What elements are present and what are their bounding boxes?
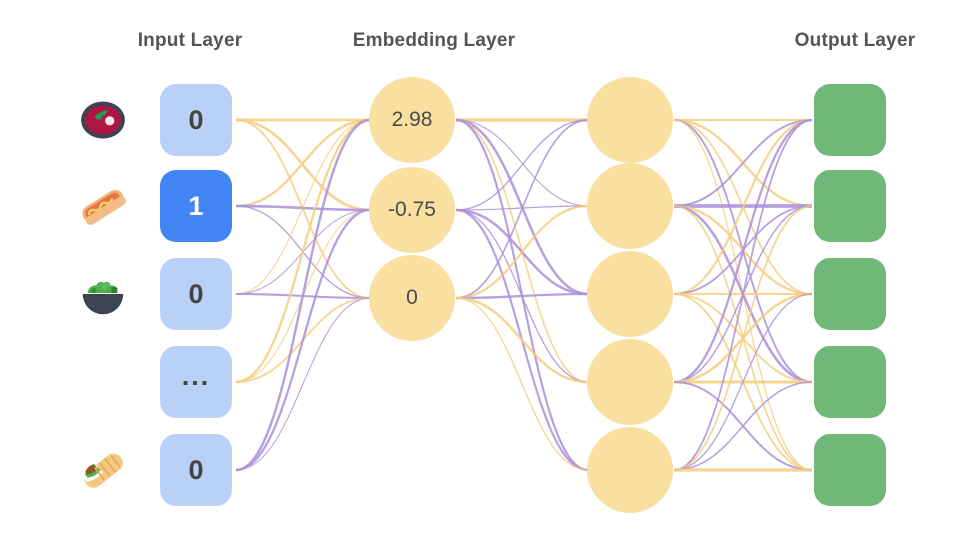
connection-line xyxy=(235,204,371,212)
connection-line xyxy=(673,118,813,384)
connection-line xyxy=(673,119,813,383)
connection-line xyxy=(455,292,589,300)
input-node: 0 xyxy=(160,84,232,156)
input-node-active: 1 xyxy=(160,170,232,242)
connection-line xyxy=(455,118,589,296)
connection-line xyxy=(673,292,813,384)
connection-line xyxy=(673,119,813,471)
connection-line xyxy=(235,118,371,384)
connection-line xyxy=(235,297,371,383)
green-salad-bowl-icon xyxy=(76,267,130,321)
connection-line xyxy=(235,118,371,208)
connection-line xyxy=(673,293,813,383)
connection-line xyxy=(235,209,371,383)
input-node: ... xyxy=(160,346,232,418)
connection-line xyxy=(673,205,813,383)
connection-line xyxy=(455,119,589,211)
input-node: 0 xyxy=(160,258,232,330)
connection-line xyxy=(235,119,371,295)
output-node xyxy=(814,170,886,242)
burrito-icon xyxy=(76,443,130,497)
connection-line xyxy=(673,119,813,207)
connection-line xyxy=(235,205,371,299)
layer-title: Embedding Layer xyxy=(352,30,516,51)
connection-line xyxy=(455,205,589,211)
hidden-node xyxy=(587,77,673,163)
connection-line xyxy=(673,380,813,472)
hidden-node xyxy=(587,339,673,425)
output-node xyxy=(814,346,886,418)
connection-line xyxy=(673,204,813,384)
bowl-of-beet-soup-icon xyxy=(76,93,130,147)
connection-line xyxy=(673,293,813,471)
connection-line xyxy=(455,209,589,383)
connection-line xyxy=(455,297,589,471)
connection-line xyxy=(455,119,589,383)
connection-line xyxy=(673,204,813,296)
output-node xyxy=(814,84,886,156)
connection-line xyxy=(673,118,813,296)
hot-dog-icon xyxy=(76,179,130,233)
connection-line xyxy=(673,119,813,471)
embedding-node: 2.98 xyxy=(369,77,455,163)
hidden-node xyxy=(587,251,673,337)
embedding-node: 0 xyxy=(369,255,455,341)
connection-line xyxy=(673,381,813,471)
connection-line xyxy=(235,208,371,472)
connection-line xyxy=(235,292,371,300)
connection-line xyxy=(673,293,813,471)
connection-line xyxy=(235,118,371,472)
output-node xyxy=(814,434,886,506)
layer-title: Input Layer xyxy=(137,30,243,51)
connection-line xyxy=(455,296,589,384)
connection-line xyxy=(455,119,589,207)
output-node xyxy=(814,258,886,330)
layer-title: Output Layer xyxy=(794,30,916,51)
connection-line xyxy=(455,208,589,472)
embedding-node: -0.75 xyxy=(369,167,455,253)
connection-line xyxy=(673,205,813,295)
connection-line xyxy=(235,209,371,295)
connection-line xyxy=(673,119,813,295)
hidden-node xyxy=(587,163,673,249)
connection-line xyxy=(673,205,813,471)
connection-line xyxy=(235,118,371,212)
connection-line xyxy=(455,208,589,296)
connection-line xyxy=(673,205,813,471)
hidden-node xyxy=(587,427,673,513)
connection-line xyxy=(455,118,589,472)
connection-line xyxy=(455,204,589,300)
connection-line xyxy=(235,297,371,471)
input-node: 0 xyxy=(160,434,232,506)
connection-line xyxy=(235,119,371,299)
connection-line xyxy=(673,118,813,208)
connection-line xyxy=(455,119,589,299)
